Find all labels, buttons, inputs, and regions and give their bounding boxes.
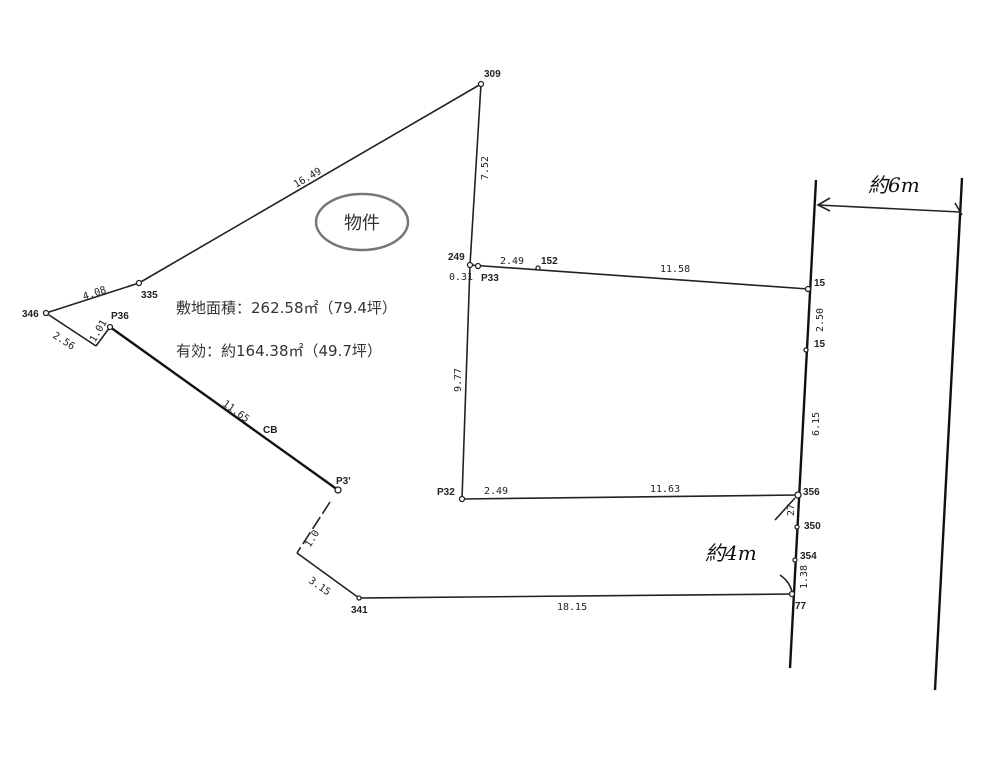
point-label: 249 (448, 252, 465, 263)
road-width-arrow (817, 204, 961, 213)
road-width-4m: 約4m (705, 541, 757, 565)
site-area-text: 敷地面積：262.58㎡（79.4坪） (176, 299, 397, 317)
point-label: 356 (803, 487, 820, 498)
point-label: 15 (814, 339, 826, 350)
dimension-label: 18.15 (557, 602, 587, 613)
dimension-label: 7.52 (480, 156, 491, 180)
point-label: 77 (795, 601, 807, 612)
point-label: P33 (481, 273, 499, 284)
point-labels: 309 346 335 P36 P3' 341 249 P33 152 15 1… (22, 69, 826, 616)
edge-346-corner (45, 312, 97, 347)
dimension-label: 9.77 (453, 368, 464, 392)
point-label: 350 (804, 521, 821, 532)
point-label: 309 (484, 69, 501, 80)
dimension-label: 4.08 (82, 285, 108, 303)
dimension-label: 2.56 (50, 330, 76, 352)
point-label: P32 (437, 487, 455, 498)
dimension-label: 1.0 (303, 528, 322, 549)
edge-p36-p37-cb (109, 326, 339, 491)
edge-249-15 (469, 264, 809, 290)
dimension-label: 3.15 (306, 575, 332, 598)
effective-area-text: 有効：約164.38㎡（49.7坪） (176, 342, 382, 360)
edge-341-77 (358, 593, 793, 599)
dimension-label: CB (263, 425, 277, 436)
point-label: 341 (351, 605, 368, 616)
point-label: 152 (541, 256, 558, 267)
edge-p32-356 (461, 494, 799, 500)
point-label: 354 (800, 551, 817, 562)
point-label: 346 (22, 309, 39, 320)
road-width-6m: 約6m (868, 173, 920, 197)
road-boundary-right (933, 177, 964, 691)
survey-points (42, 80, 812, 601)
dimension-label: 27 (786, 504, 797, 516)
boundary-lines (45, 83, 964, 691)
dimension-label: 2.49 (484, 486, 508, 497)
road-pointer-line (774, 497, 796, 521)
dimension-label: 11.65 (220, 399, 251, 426)
edge-corner-p36 (95, 326, 111, 347)
point-label: 335 (141, 290, 158, 301)
arrow-tick-icon (954, 202, 963, 216)
road-pointer-line-2 (779, 574, 793, 593)
edge-309-249 (469, 83, 482, 266)
edge-335-309 (138, 83, 482, 284)
edge-p37-corner (296, 501, 331, 554)
edge-corner-341 (296, 552, 360, 599)
point-label: 15 (814, 278, 826, 289)
dimension-label: 6.15 (811, 412, 822, 436)
property-marker-oval (314, 192, 410, 252)
property-label: 物件 (344, 213, 380, 234)
arrow-head-icon (816, 197, 831, 212)
dimension-label: 0.31 (449, 272, 473, 283)
dimension-label: 2.49 (500, 256, 524, 267)
dimension-label: 1.38 (799, 565, 810, 589)
edge-346-335 (45, 282, 140, 314)
dimension-label: 11.58 (660, 264, 690, 275)
point-label: P3' (336, 476, 351, 487)
edge-249-p32 (461, 264, 471, 500)
dimension-label: 11.63 (650, 484, 680, 495)
point-label: P36 (111, 311, 129, 322)
road-boundary-left (788, 179, 818, 669)
dimension-label: 2.50 (815, 308, 826, 332)
